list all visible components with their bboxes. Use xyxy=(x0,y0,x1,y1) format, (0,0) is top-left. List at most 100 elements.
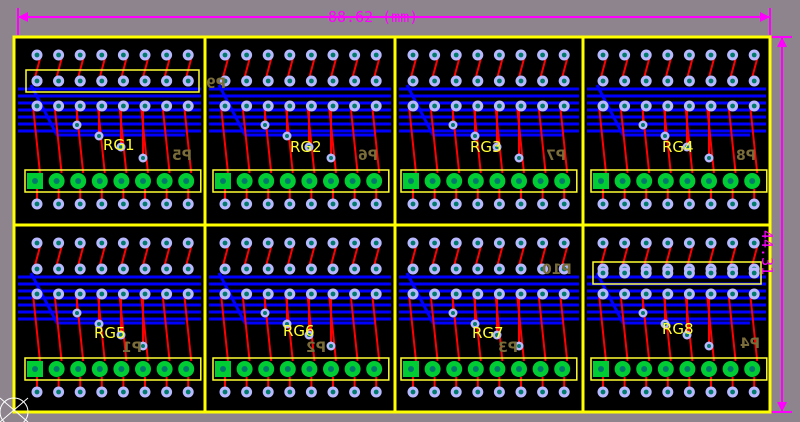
module-label-rg2: RG2 xyxy=(290,138,322,156)
header-pad-hole xyxy=(559,178,566,184)
pad-hole xyxy=(432,78,437,84)
pad-hole xyxy=(222,52,228,58)
pad-hole xyxy=(352,78,357,84)
header-pad-hole xyxy=(472,178,479,184)
pad-hole xyxy=(432,201,437,207)
pad-hole xyxy=(330,389,336,395)
pad-hole xyxy=(497,78,502,84)
via-hole xyxy=(663,322,667,326)
pad-hole xyxy=(475,389,481,395)
via-hole xyxy=(97,322,101,326)
pad-hole xyxy=(330,52,336,58)
pad-hole xyxy=(410,240,416,246)
red-trace xyxy=(619,293,629,362)
connector-label-p6: P6 xyxy=(358,148,379,164)
pad-hole xyxy=(432,240,437,246)
pad-hole xyxy=(34,291,40,297)
header-pad-hole xyxy=(472,366,479,372)
pad-hole xyxy=(730,389,735,395)
connector-label-p3: P3 xyxy=(498,340,519,356)
pad-hole xyxy=(751,389,757,395)
pad-hole xyxy=(475,291,481,297)
connector-label-p10: P10 xyxy=(542,262,572,278)
pad-hole xyxy=(730,291,735,297)
via-hole xyxy=(517,344,521,348)
pad-hole xyxy=(373,291,379,297)
header-pad-hole xyxy=(451,366,458,372)
pad-hole xyxy=(330,103,336,109)
pad-hole xyxy=(432,291,437,297)
pad-hole xyxy=(330,266,336,272)
via-hole xyxy=(97,134,101,138)
pad-hole xyxy=(352,52,357,58)
header-pad-hole xyxy=(53,178,60,184)
header-pad-hole xyxy=(306,366,313,372)
connector-label-p9: P9 xyxy=(206,76,227,92)
pad-hole xyxy=(643,389,649,395)
connector-label-p7: P7 xyxy=(546,148,567,164)
pad-hole xyxy=(518,78,524,84)
red-trace xyxy=(349,105,359,174)
pad-hole xyxy=(352,266,357,272)
pad-hole xyxy=(751,291,757,297)
module-8 xyxy=(587,237,768,398)
pad-hole xyxy=(265,201,271,207)
header-pad-hole xyxy=(516,366,522,372)
pad-hole xyxy=(56,52,61,58)
pad-hole xyxy=(352,201,357,207)
pad-hole xyxy=(142,291,148,297)
pad-hole xyxy=(497,240,502,246)
pad-hole xyxy=(373,78,379,84)
header-pad-hole xyxy=(641,366,648,372)
header-pad-hole xyxy=(598,366,604,372)
pad-hole xyxy=(330,240,336,246)
header-pad-hole xyxy=(284,178,291,184)
header-pad-hole xyxy=(241,366,248,372)
pad-hole xyxy=(77,103,83,109)
pad-hole xyxy=(622,103,627,109)
pad-hole xyxy=(497,266,502,272)
pad-hole xyxy=(244,103,250,109)
header-pad-hole xyxy=(328,366,334,372)
pad-hole xyxy=(77,240,83,246)
header-pad-hole xyxy=(96,366,103,372)
pad-hole xyxy=(665,78,671,84)
header-pad-hole xyxy=(537,366,544,372)
pad-hole xyxy=(287,240,293,246)
via-hole xyxy=(263,311,267,315)
pad-hole xyxy=(540,291,545,297)
pad-hole xyxy=(77,291,83,297)
pad-hole xyxy=(330,291,336,297)
header-pad-hole xyxy=(559,366,566,372)
pad-hole xyxy=(410,389,416,395)
pad-hole xyxy=(309,52,314,58)
header-pad-hole xyxy=(684,178,691,184)
header-pad-hole xyxy=(349,178,356,184)
pad-hole xyxy=(121,266,126,272)
header-pad-hole xyxy=(263,178,270,184)
pad-hole xyxy=(643,291,649,297)
pad-hole xyxy=(475,52,481,58)
module-label-rg3: RG3 xyxy=(470,138,502,156)
connector-outline-p9 xyxy=(25,69,200,93)
pad-hole xyxy=(121,240,126,246)
pad-hole xyxy=(730,52,735,58)
pad-hole xyxy=(453,201,459,207)
pad-hole xyxy=(185,240,191,246)
pad-hole xyxy=(751,103,757,109)
pad-hole xyxy=(373,52,379,58)
pad-hole xyxy=(453,52,459,58)
header-pad-hole xyxy=(263,366,270,372)
pad-hole xyxy=(164,291,170,297)
pad-hole xyxy=(432,266,437,272)
pad-hole xyxy=(687,201,692,207)
pad-hole xyxy=(142,389,148,395)
pad-hole xyxy=(56,103,61,109)
pad-hole xyxy=(164,389,170,395)
red-trace xyxy=(371,293,381,362)
header-pad-hole xyxy=(429,366,436,372)
pad-hole xyxy=(687,103,692,109)
header-pad-hole xyxy=(32,366,38,372)
pad-hole xyxy=(121,52,126,58)
via-hole xyxy=(119,145,123,149)
